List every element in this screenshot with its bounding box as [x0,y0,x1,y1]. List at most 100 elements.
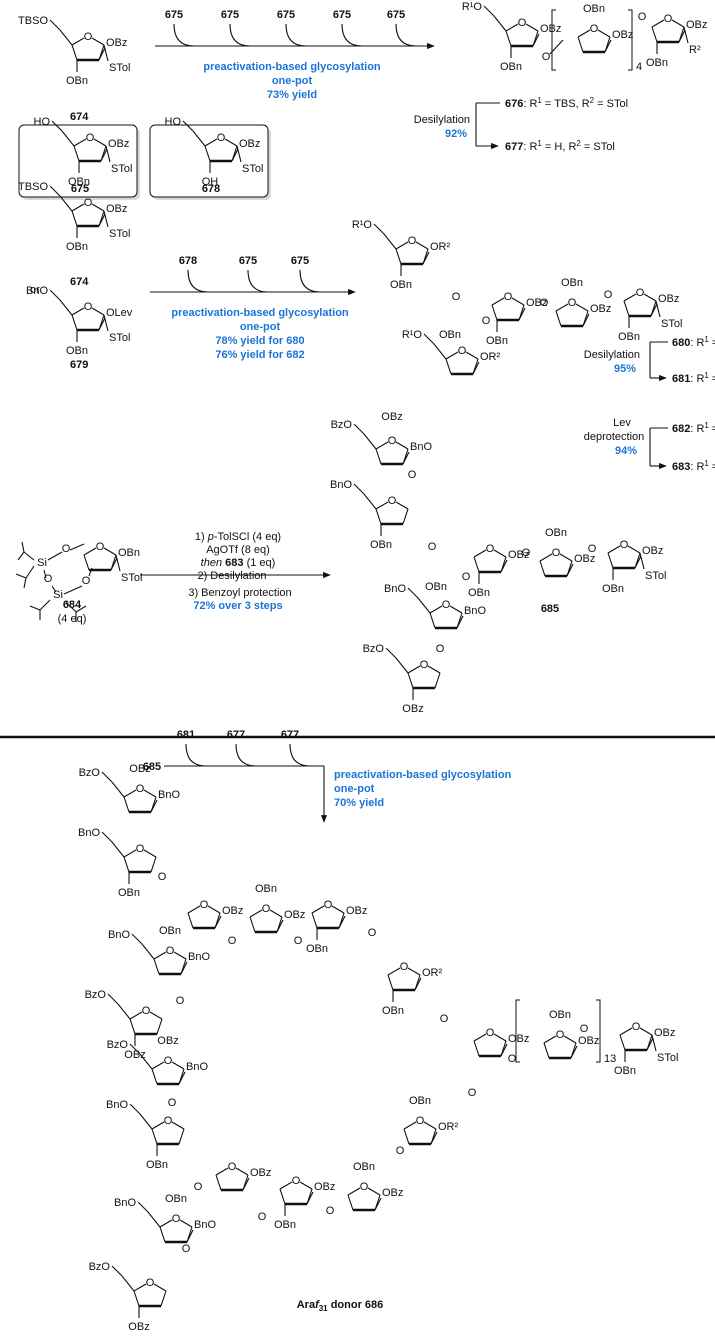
c2-substituent: OR² [422,967,443,979]
c5-substituent: BnO [26,285,48,297]
ring-oxygen: O [136,843,145,855]
bond [387,967,401,976]
bond [402,451,410,465]
bond [153,958,160,975]
mid-cond-2: one-pot [240,321,281,333]
glycosidic-oxygen: O [638,11,647,23]
atom-label: OBn [425,581,447,593]
bond [407,665,421,674]
bond [623,300,630,317]
glycosidic-oxygen: O [542,51,551,63]
c2-substituent: BnO [186,1061,208,1073]
repeat-bracket-left [551,9,556,71]
ring-oxygen: O [142,1005,151,1017]
repeat-count: 4 [636,61,642,73]
bond [141,943,155,960]
bond [543,1035,557,1044]
bond [493,15,507,32]
c2-substituent: OBz [314,1181,335,1193]
bond [29,605,41,611]
bond [353,483,365,495]
c5-substituent: BnO [114,1197,136,1209]
atom-label: OBn [165,1193,187,1205]
bond [491,304,498,321]
bond [433,343,447,360]
ring-oxygen: O [442,599,451,611]
bond [150,856,157,873]
bond [71,210,78,227]
bond [47,551,63,561]
cond-685-yield: 72% over 3 steps [193,600,282,612]
glycosidic-oxygen: O [294,935,303,947]
bond [429,612,436,629]
top-reagent-curve [173,23,195,47]
bond [133,1283,147,1292]
bond [71,314,78,331]
c5-substituent: BnO [384,583,406,595]
bond [249,909,263,918]
bottom-reagent-label: 677 [281,729,299,741]
c3-substituent: OBn [68,176,90,188]
bond [143,849,157,858]
bond [311,905,325,914]
lev-deprotection-step: Lev deprotection 94% [584,417,668,470]
c5-substituent: TBSO [18,181,48,193]
bond [423,333,435,345]
c1-substituent: STol [242,163,263,175]
bond [353,423,365,435]
c1-substituent: STol [109,228,130,240]
bond [445,351,459,360]
c5-substituent: BzO [89,1261,111,1273]
ring-oxygen: O [172,1213,181,1225]
c5-substituent: HO [34,116,51,128]
bond [500,559,508,573]
ring-oxygen: O [146,1277,155,1289]
c1-substituent: STol [121,572,142,584]
bond [159,1219,173,1228]
start-685: 685 [143,761,161,773]
c2-substituent: OBz [612,29,633,41]
bond [363,433,377,450]
bond [423,1121,437,1130]
silicon: Si [37,557,47,569]
bond [242,1177,250,1191]
c5-substituent: BzO [363,643,385,655]
bond [347,1187,361,1196]
ring-oxygen: O [86,132,95,144]
bond [311,912,318,929]
bond [149,1011,163,1020]
bond [23,551,35,561]
bond [153,951,167,960]
bond [407,672,414,689]
bond [619,1027,633,1036]
glycosidic-oxygen: O [326,1205,335,1217]
ring-oxygen: O [166,945,175,957]
product-685-id: 685 [541,603,559,615]
atom-label: OBn [159,925,181,937]
top-reagent-curve [341,23,363,47]
atom-label: OBn [353,1161,375,1173]
bond [153,1283,167,1292]
bond [187,912,194,929]
bond [559,553,573,562]
c2-substituent: OBz [250,1167,271,1179]
bond [500,1043,508,1057]
c2-substituent: OBz [540,23,561,35]
bond [279,1181,293,1190]
c2-substituent: OBz [284,909,305,921]
c3-substituent: OBn [486,335,508,347]
or-label: or [30,284,40,296]
bond [91,203,105,212]
bond [338,915,346,929]
bond [414,977,422,991]
c5-substituent: R¹O [462,1,483,13]
bond [71,44,78,61]
c2-substituent: OBz [590,303,611,315]
glycosidic-oxygen: O [368,927,377,939]
bond [306,1191,314,1205]
bond [563,1035,577,1044]
